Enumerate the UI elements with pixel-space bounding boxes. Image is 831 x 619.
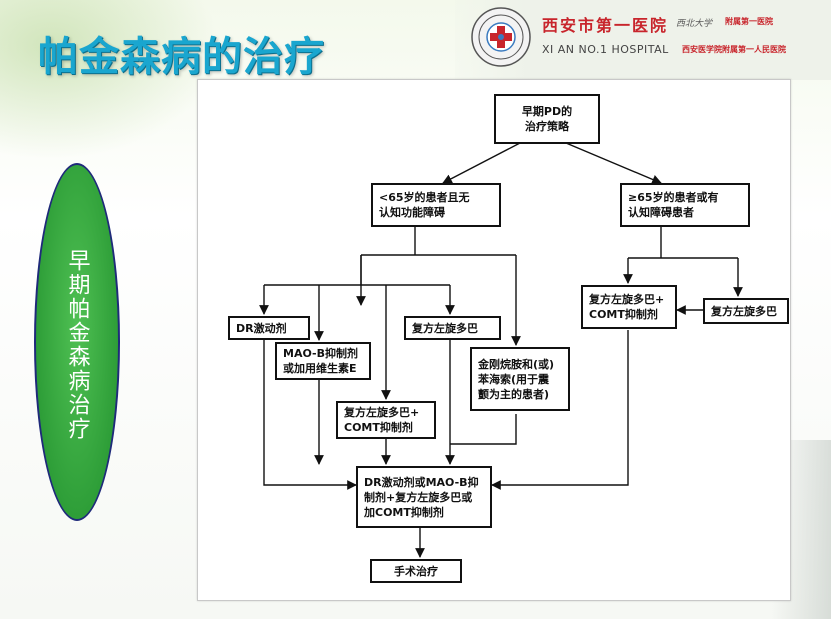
edge-amantadine-combo — [450, 414, 517, 445]
hospital-name-en: XI AN NO.1 HOSPITAL — [542, 43, 669, 56]
node-maob-vitamin-e: MAO-B抑制剂 或加用维生素E — [275, 342, 371, 380]
edge-dr-combo — [263, 338, 357, 490]
slide-title: 帕金森病的治疗 — [38, 34, 325, 80]
node-levodopa-comt: 复方左旋多巴+ COMT抑制剂 — [336, 401, 436, 439]
side-label-text: 早期帕金森病治疗 — [64, 249, 90, 441]
edge-root-old — [565, 142, 662, 185]
flowchart-connectors — [259, 142, 743, 558]
node-dr-agonist: DR激动剂 — [228, 316, 310, 340]
node-root-strategy: 早期PD的 治疗策略 — [494, 94, 600, 144]
leaf-decoration — [0, 0, 220, 160]
side-label-oval — [34, 163, 120, 521]
node-old-levodopa-comt: 复方左旋多巴+ COMT抑制剂 — [581, 285, 677, 329]
node-amantadine: 金刚烷胺和(或) 苯海索(用于震 颤为主的患者) — [470, 347, 570, 411]
node-young-no-cognitive: <65岁的患者且无 认知功能障碍 — [371, 183, 501, 227]
edge-old-to-combo — [491, 330, 629, 490]
node-combination-therapy: DR激动剂或MAO-B抑 制剂+复方左旋多巴或 加COMT抑制剂 — [356, 466, 492, 528]
node-old-or-cognitive: ≥65岁的患者或有 认知障碍患者 — [620, 183, 750, 227]
hospital-affiliation-top: 附属第一医院 — [725, 17, 773, 26]
node-levodopa: 复方左旋多巴 — [404, 316, 501, 340]
flowchart-frame: 早期PD的 治疗策略 <65岁的患者且无 认知功能障碍 ≥65岁的患者或有 认知… — [197, 79, 791, 601]
hospital-university: 西北大学 — [676, 19, 713, 29]
hospital-affiliation-bottom: 西安医学院附属第一人民医院 — [682, 45, 786, 54]
hospital-logo-icon — [471, 7, 531, 67]
node-surgery: 手术治疗 — [370, 559, 462, 583]
edge-root-young — [442, 142, 521, 184]
node-old-levodopa: 复方左旋多巴 — [703, 298, 789, 324]
hospital-name-cn: 西安市第一医院 — [542, 16, 669, 35]
